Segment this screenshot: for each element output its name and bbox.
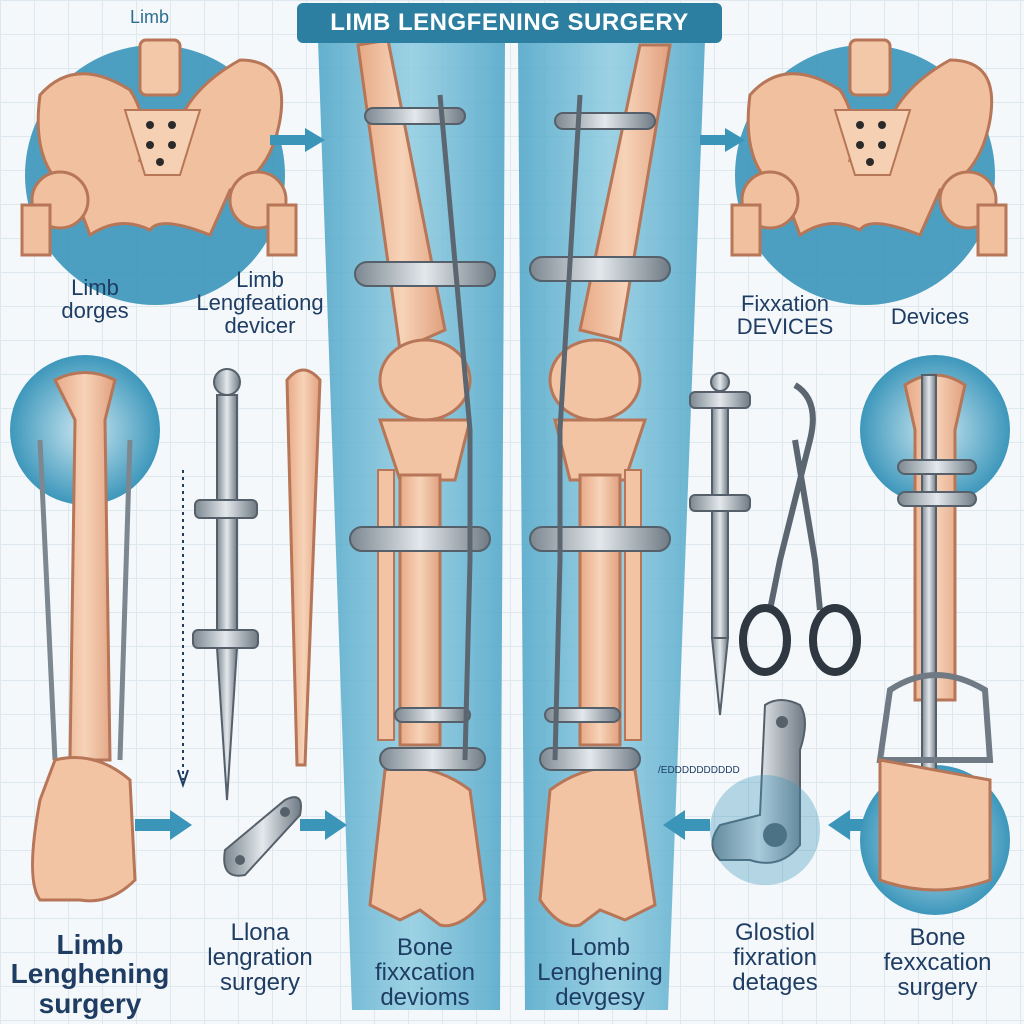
label-bottom-2: Llona lengration surgery [180, 920, 340, 996]
label-line: detages [732, 969, 818, 997]
scale-text: /EDDDDDDDDDD [658, 765, 740, 776]
label-line: Lengfeationg [196, 290, 324, 316]
label-line: devicer [224, 313, 296, 339]
label-line: devioms [380, 984, 470, 1012]
label-line: fixxcation [374, 959, 476, 987]
right-leg-fixator [529, 94, 671, 771]
plate-circle-accent [710, 775, 820, 885]
label-devices: Devices [890, 304, 970, 329]
label-line: surgery [219, 969, 301, 997]
label-line: surgery [38, 987, 142, 1019]
label-line: Limb [71, 275, 119, 300]
label-line: Lomb [569, 934, 631, 961]
top-left-label: Limb [130, 7, 170, 27]
screw-device-illustration [177, 368, 259, 801]
arrow-icon [663, 810, 685, 840]
arrow-icon [305, 128, 325, 152]
label-line: devgesy [555, 984, 645, 1012]
label-line: dorges [61, 298, 129, 324]
label-line: Bone [396, 934, 454, 961]
label-bottom-5: Glostiol fixration detages [700, 920, 850, 996]
label-line: Limb [236, 267, 284, 292]
label-line: lengration [207, 944, 313, 972]
label-bottom-3: Bone fixxcation devioms [345, 935, 505, 1011]
label-line: surgery [897, 974, 978, 1002]
left-femur-illustration [10, 355, 160, 903]
arrow-icon [170, 810, 192, 840]
label-line: fixration [732, 944, 818, 972]
label-line: Fixxation [740, 291, 830, 316]
arrow-icon [725, 128, 745, 152]
left-leg-fixator [349, 94, 496, 771]
label-line: Bone [909, 924, 966, 951]
forceps-illustration [739, 382, 861, 676]
label-fixxation-devices: Fixxation DEVICES [705, 292, 865, 338]
label-bottom-1: Limb Lenghening surgery [5, 929, 175, 1019]
label-limb-dorges: Limb dorges [40, 276, 150, 322]
pelvis-right-illustration [730, 38, 1008, 305]
label-bottom-6: Bone fexxcation surgery [855, 925, 1020, 1001]
label-line: fexxcation [883, 949, 992, 977]
bone-plate-left [223, 796, 302, 877]
label-line: Llona [230, 919, 290, 946]
screw-device-right [689, 372, 751, 716]
label-line: Glostiol [734, 919, 816, 946]
label-line: Lenghening [537, 959, 663, 987]
label-bottom-4: Lomb Lenghening devgesy [520, 935, 680, 1011]
right-bone-fixator-illustration [860, 355, 1010, 915]
label-line: Limb [56, 929, 124, 960]
arrow-icon [828, 810, 850, 840]
pelvis-left-illustration [20, 38, 298, 305]
page-title: LIMB LENGFENING SURGERY [297, 3, 722, 43]
label-line: DEVICES [736, 314, 834, 340]
arrow-icon [325, 810, 347, 840]
bone-plate-right [711, 699, 806, 864]
bone-rod-illustration [285, 368, 322, 767]
label-limb-devicer: Limb Lengfeationg devicer [170, 268, 350, 337]
label-line: Lenghening [10, 958, 170, 990]
